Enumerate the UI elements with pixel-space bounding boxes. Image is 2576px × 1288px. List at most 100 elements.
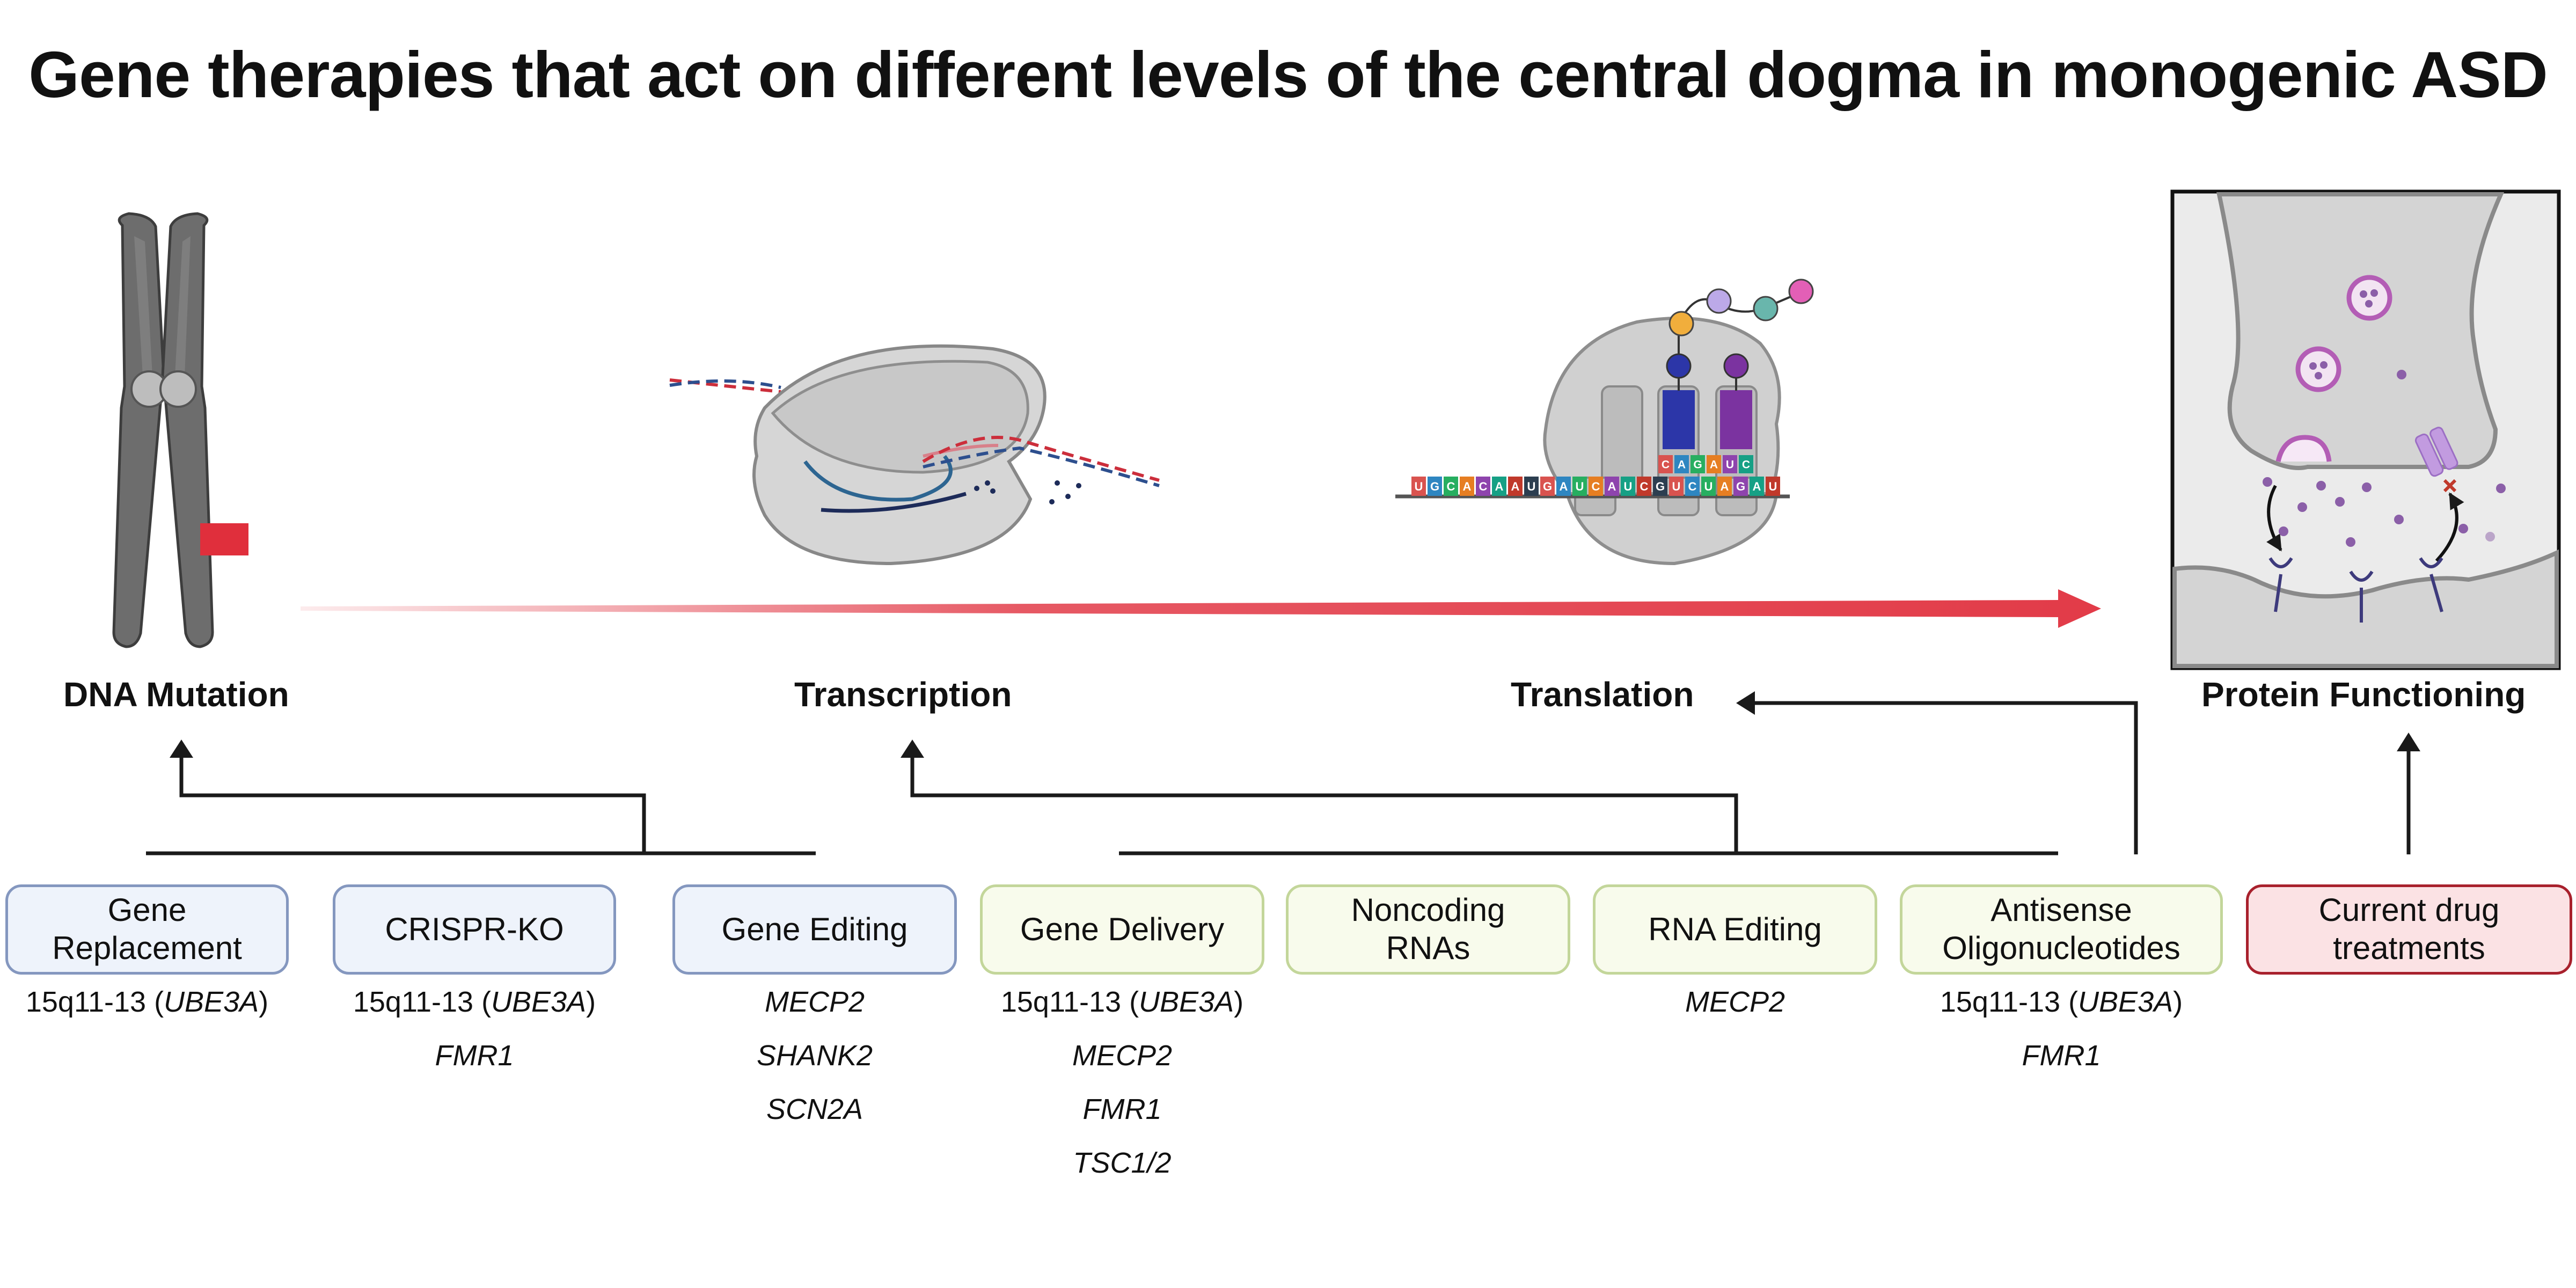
mutation-band-icon <box>200 523 248 555</box>
therapy-gene-replacement: Gene Replacement <box>5 884 289 975</box>
nucleotide-letter: U <box>1576 480 1584 493</box>
nucleotide-letter: C <box>1479 480 1488 493</box>
nucleotide-flag <box>1428 477 1442 496</box>
nucleotide-flag <box>1524 477 1539 496</box>
stage-transcription: Transcription <box>794 675 1012 714</box>
stage-translation: Translation <box>1511 675 1694 714</box>
stage-protein-functioning: Protein Functioning <box>2201 675 2526 714</box>
nucleotide-letter: A <box>1753 480 1761 493</box>
gene-target: FMR1 <box>435 1040 514 1072</box>
stage-dna-mutation: DNA Mutation <box>63 675 289 714</box>
nucleotide-flag <box>1733 477 1748 496</box>
therapy-rna-editing: RNA Editing <box>1593 884 1877 975</box>
gene-target: SHANK2 <box>756 1040 873 1072</box>
nucleotide-flag <box>1707 455 1721 473</box>
diagram-title: Gene therapies that act on different lev… <box>28 38 2548 111</box>
nucleotide-letter: C <box>1662 458 1670 471</box>
nucleotide-letter: A <box>1710 458 1718 471</box>
therapy-noncoding-rnas: Noncoding RNAs <box>1286 884 1570 975</box>
nucleotide-flag <box>1444 477 1458 496</box>
nucleotide-letter: U <box>1704 480 1713 493</box>
nucleotide-letter: G <box>1736 480 1745 493</box>
gene-target: MECP2 <box>1685 986 1785 1018</box>
nucleotide-letter: U <box>1624 480 1633 493</box>
nucleotide-letter: A <box>1721 480 1729 493</box>
gene-target: MECP2 <box>1072 1040 1173 1072</box>
gene-list-gene-delivery: 15q11-13 (UBE3A) MECP2 FMR1 TSC1/2 <box>980 987 1264 1202</box>
gene-list-rna-editing: MECP2 <box>1593 987 1877 1041</box>
nucleotide-flag <box>1658 455 1673 473</box>
connector-dna-mutation <box>146 750 816 855</box>
gene-target: 15q11-13 (UBE3A) <box>353 986 596 1018</box>
nucleotide-flag <box>1674 455 1689 473</box>
gene-list-gene-editing: MECP2 SHANK2 SCN2A <box>672 987 957 1148</box>
arrowhead-protein-functioning <box>2397 733 2420 751</box>
rna-polymerase-icon <box>669 344 1160 566</box>
gene-list-antisense-oligonucleotides: 15q11-13 (UBE3A) FMR1 <box>1900 987 2223 1095</box>
nucleotide-flag <box>1621 477 1635 496</box>
nucleotide-flag <box>1460 477 1474 496</box>
connector-translation <box>1755 701 2138 854</box>
nucleotide-letter: C <box>1447 480 1455 493</box>
nucleotide-flag <box>1717 477 1732 496</box>
nucleotide-flag <box>1540 477 1555 496</box>
nucleotide-flag <box>1669 477 1684 496</box>
arrowhead-transcription <box>901 740 924 758</box>
therapy-gene-delivery: Gene Delivery <box>980 884 1264 975</box>
nucleotide-flag <box>1653 477 1667 496</box>
dogma-arrow <box>301 589 2101 628</box>
gene-target: 15q11-13 (UBE3A) <box>1000 986 1244 1018</box>
nucleotide-letter: G <box>1430 480 1439 493</box>
nucleotide-flag <box>1637 477 1651 496</box>
nucleotide-flag <box>1492 477 1506 496</box>
nucleotide-letter: A <box>1608 480 1616 493</box>
therapy-crispr-ko: CRISPR-KO <box>333 884 616 975</box>
gene-target: MECP2 <box>764 986 865 1018</box>
therapy-antisense-oligonucleotides: Antisense Oligonucleotides <box>1900 884 2223 975</box>
nucleotide-letter: U <box>1672 480 1681 493</box>
nucleotide-flag <box>1685 477 1700 496</box>
nucleotide-letter: A <box>1560 480 1568 493</box>
nucleotide-letter: G <box>1656 480 1665 493</box>
nucleotide-flag <box>1411 477 1426 496</box>
nucleotide-letter: A <box>1463 480 1472 493</box>
nucleotide-flag <box>1605 477 1619 496</box>
nucleotide-letter: A <box>1511 480 1520 493</box>
nucleotide-flag <box>1723 455 1737 473</box>
nucleotide-flag <box>1508 477 1523 496</box>
synapse-panel <box>2170 189 2561 670</box>
nucleotide-letter: C <box>1640 480 1649 493</box>
gene-list-crispr-ko: 15q11-13 (UBE3A) FMR1 <box>333 987 616 1095</box>
therapy-gene-editing: Gene Editing <box>672 884 957 975</box>
nucleotide-letter: C <box>1688 480 1697 493</box>
nucleotide-letter: U <box>1726 458 1734 471</box>
nucleotide-flag <box>1701 477 1716 496</box>
nucleotide-flag <box>1766 477 1780 496</box>
gene-target: 15q11-13 (UBE3A) <box>1940 986 2183 1018</box>
gene-target: SCN2A <box>766 1093 863 1125</box>
nucleotide-flag <box>1572 477 1587 496</box>
arrowhead-dna-mutation <box>170 740 193 758</box>
nucleotide-flag <box>1690 455 1705 473</box>
nucleotide-letter: A <box>1495 480 1504 493</box>
nucleotide-flag <box>1750 477 1764 496</box>
nucleotide-flag <box>1589 477 1603 496</box>
gene-target: 15q11-13 (UBE3A) <box>25 986 269 1018</box>
nucleotide-letter: U <box>1415 480 1423 493</box>
nucleotide-letter: C <box>1592 480 1600 493</box>
nucleotide-letter: U <box>1527 480 1536 493</box>
gene-target: TSC1/2 <box>1073 1147 1172 1179</box>
chromosome-icon <box>112 212 248 648</box>
nucleotide-letter: G <box>1693 458 1702 471</box>
gene-list-gene-replacement: 15q11-13 (UBE3A) <box>5 987 289 1041</box>
nucleotide-letter: A <box>1678 458 1686 471</box>
nucleotide-flag <box>1556 477 1571 496</box>
arrowhead-translation <box>1736 691 1755 715</box>
nucleotide-letter: U <box>1769 480 1777 493</box>
gene-target: FMR1 <box>2022 1040 2101 1072</box>
therapy-current-drug-treatments: Current drug treatments <box>2246 884 2572 975</box>
gene-target: FMR1 <box>1082 1093 1162 1125</box>
nucleotide-letter: G <box>1543 480 1552 493</box>
nucleotide-flag <box>1739 455 1753 473</box>
